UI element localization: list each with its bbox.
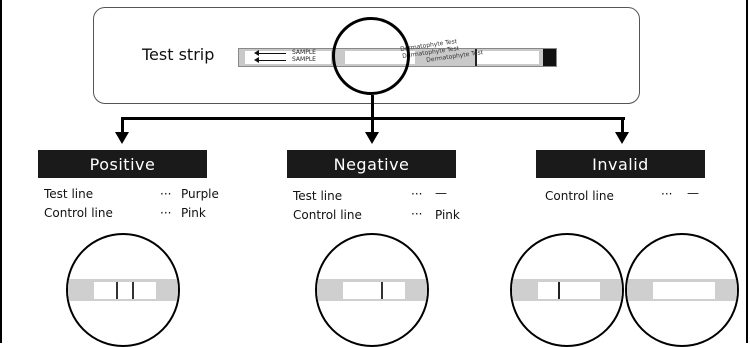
- strip-handle: [543, 49, 556, 66]
- negative-test-line-value: —: [435, 186, 447, 200]
- negative-control-line-dots: ···: [411, 207, 423, 221]
- connector-middle: [371, 117, 374, 133]
- positive-test-line-dots: ···: [160, 187, 172, 201]
- invalid-control-line-label: Control line: [545, 189, 614, 203]
- invalid-a-strip-window: [538, 282, 600, 299]
- connector-stem: [371, 95, 374, 119]
- positive-control-mark: [132, 282, 134, 299]
- negative-control-line-label: Control line: [293, 208, 362, 222]
- negative-control-line-value: Pink: [435, 208, 460, 222]
- sample-text-bottom: SAMPLE: [292, 56, 316, 63]
- negative-title-box: Negative: [287, 150, 456, 178]
- right-border: [746, 0, 748, 343]
- positive-title-box: Positive: [38, 150, 207, 178]
- magnifier-ring: [332, 17, 410, 95]
- invalid-control-line-dots: ···: [661, 187, 673, 201]
- invalid-control-line-value: —: [687, 186, 699, 200]
- test-strip-label: Test strip: [142, 45, 215, 64]
- positive-control-line-label: Control line: [44, 206, 113, 220]
- negative-strip-window: [343, 282, 405, 299]
- negative-control-mark: [381, 282, 383, 299]
- connector-left: [121, 117, 124, 133]
- negative-test-line-dots: ···: [411, 187, 423, 201]
- negative-strip-zoom: [315, 233, 429, 347]
- positive-strip-zoom: [66, 233, 180, 347]
- strip-end-window: [475, 51, 539, 64]
- invalid-strip-zoom-a: [510, 233, 624, 347]
- positive-control-line-value: Pink: [181, 206, 206, 220]
- negative-test-line-label: Test line: [293, 189, 343, 203]
- sample-arrow-bottom: [254, 57, 286, 63]
- invalid-strip-zoom-b: [625, 233, 739, 347]
- positive-strip-window: [94, 282, 156, 299]
- invalid-b-strip-window: [653, 282, 715, 299]
- arrowhead-invalid: [615, 132, 629, 144]
- sample-arrow-top: [254, 50, 286, 56]
- positive-test-line-label: Test line: [44, 187, 94, 201]
- invalid-a-test-mark: [558, 282, 560, 299]
- arrowhead-negative: [365, 132, 379, 144]
- connector-right: [621, 117, 624, 133]
- positive-test-line-value: Purple: [181, 187, 219, 201]
- sample-text-top: SAMPLE: [292, 49, 316, 56]
- positive-control-line-dots: ···: [160, 206, 172, 220]
- strip-control-mark: [475, 49, 477, 66]
- invalid-title-box: Invalid: [536, 150, 705, 178]
- positive-test-mark: [116, 282, 118, 299]
- arrowhead-positive: [115, 132, 129, 144]
- left-border: [0, 0, 2, 343]
